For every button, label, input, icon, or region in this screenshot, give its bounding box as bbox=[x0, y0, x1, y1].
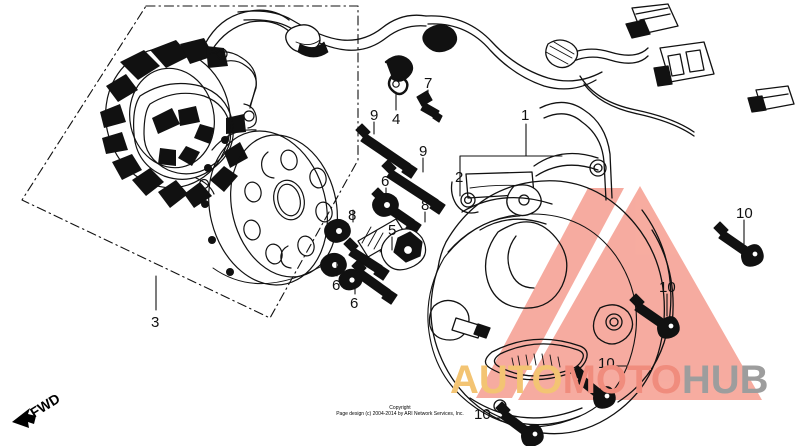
part-9-long-bolt-a bbox=[355, 123, 418, 179]
triangle-logo-watermark bbox=[476, 186, 762, 400]
watermark-auto: AUTO bbox=[450, 358, 563, 402]
part-6-washer-d bbox=[324, 218, 351, 243]
part-10-cover-bolt-a bbox=[713, 221, 764, 267]
brand-watermark: AUTOMOTOHUB bbox=[450, 358, 769, 403]
watermark-moto: MOTO bbox=[562, 358, 682, 402]
callout-8-c: 8 bbox=[386, 289, 395, 306]
part-7-clamp-screw bbox=[416, 90, 443, 123]
callout-10-d: 10 bbox=[474, 406, 491, 423]
callout-6-b: 6 bbox=[332, 277, 341, 294]
fwd-label: FWD bbox=[27, 392, 63, 421]
leader-lines bbox=[155, 89, 745, 419]
forward-direction-arrow: FWD bbox=[8, 390, 98, 432]
copyright-line: Page design (c) 2004-2014 by ARI Network… bbox=[336, 411, 464, 417]
callout-9-b: 9 bbox=[419, 143, 428, 160]
callout-7: 7 bbox=[424, 75, 433, 92]
flywheel-rotor bbox=[201, 129, 338, 286]
part-8-flange-bolt-c bbox=[351, 259, 398, 305]
stator-group-boundary bbox=[21, 5, 359, 319]
part-10-cover-bolt-d bbox=[495, 401, 544, 446]
part-6-washer-c bbox=[338, 268, 363, 291]
stator-assembly bbox=[100, 38, 257, 208]
copyright-title: Copyright bbox=[389, 405, 411, 411]
wiring-harness bbox=[204, 3, 795, 137]
copyright-block: Copyright Page design (c) 2004-2014 by A… bbox=[300, 405, 500, 417]
callout-9-a: 9 bbox=[370, 107, 379, 124]
callout-6-c: 6 bbox=[350, 295, 359, 312]
part-1-crankcase-cover bbox=[428, 101, 674, 435]
callout-10-b: 10 bbox=[659, 279, 676, 296]
callout-6-a: 6 bbox=[381, 173, 390, 190]
watermark-hub: HUB bbox=[681, 358, 769, 402]
callout-2: 2 bbox=[455, 169, 464, 186]
callout-8-a: 8 bbox=[421, 197, 430, 214]
part-5-flywheel-bolt bbox=[357, 218, 427, 271]
part-9-long-bolt-b bbox=[381, 159, 446, 215]
callout-8-b: 8 bbox=[348, 207, 357, 224]
callout-10-c: 10 bbox=[598, 355, 615, 372]
part-10-cover-bolt-c bbox=[571, 365, 616, 409]
callout-10-a: 10 bbox=[736, 205, 753, 222]
callout-4: 4 bbox=[392, 111, 401, 128]
fwd-arrow-icon: FWD bbox=[12, 390, 63, 428]
part-6-washer-b bbox=[320, 252, 347, 277]
callout-1: 1 bbox=[521, 107, 530, 124]
callout-5: 5 bbox=[388, 222, 397, 239]
part-8-flange-bolt-b bbox=[343, 237, 390, 281]
part-10-cover-bolt-b bbox=[629, 293, 680, 339]
callout-3: 3 bbox=[151, 314, 160, 331]
part-6-washer-a bbox=[372, 192, 399, 217]
part-2-cover-gasket bbox=[427, 213, 637, 428]
part-4-wire-clamp bbox=[384, 55, 414, 96]
